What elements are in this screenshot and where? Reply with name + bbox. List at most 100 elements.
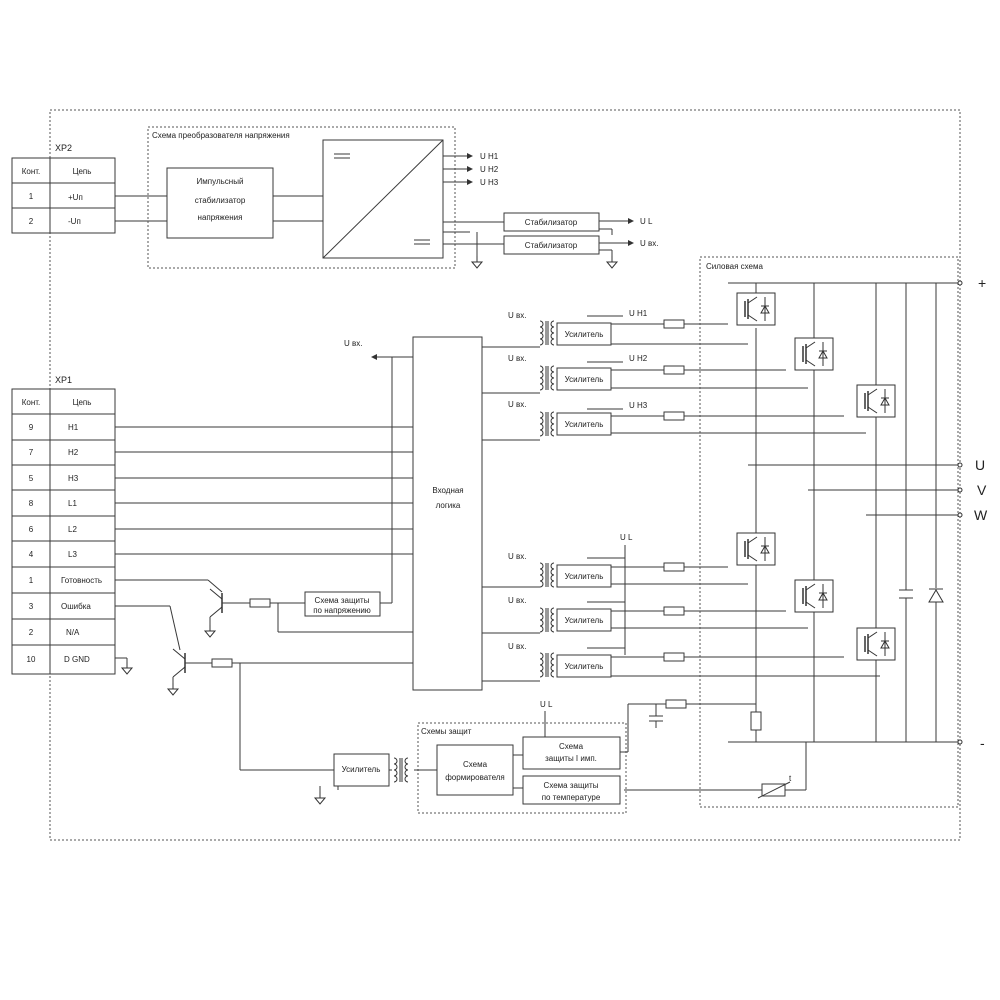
protections-supply: U L — [540, 700, 553, 709]
xp1-row-l2-kont: 6 — [29, 525, 34, 534]
protection-amplifier-label: Усилитель — [342, 765, 381, 774]
xp1-row-error-tsep: Ошибка — [61, 602, 91, 611]
amp-h2-supply: U H2 — [629, 354, 648, 363]
phase-w-terminal: W — [974, 507, 988, 523]
amplifier-l1: U вх. Усилитель — [482, 552, 748, 588]
stabilizer-ul-label: Стабилизатор — [525, 218, 578, 227]
igbt-high-w — [856, 384, 896, 418]
converter-title: Схема преобразователя напряжения — [152, 131, 290, 140]
xp2-row-2-tsep: -Uп — [68, 217, 81, 226]
protections-title: Схемы защит — [421, 727, 472, 736]
xp2-header-kont: Конт. — [22, 167, 41, 176]
amp-h1-input: U вх. — [508, 311, 526, 320]
xp1-row-l1-tsep: L1 — [68, 499, 77, 508]
xp1-row-na-kont: 2 — [29, 628, 34, 637]
phase-u-terminal: U — [975, 457, 985, 473]
igbt-low-w — [856, 627, 896, 661]
former-line-2: формирователя — [445, 773, 505, 782]
xp2-header-tsep: Цепь — [73, 167, 92, 176]
amp-l2-label: Усилитель — [565, 616, 604, 625]
amp-l2-input: U вх. — [508, 596, 526, 605]
xp1-row-h1-kont: 9 — [29, 423, 34, 432]
amp-h1-label: Усилитель — [565, 330, 604, 339]
xp1-connector: XP1 Конт. Цепь 9 H1 7 H2 5 H3 8 L1 6 L2 … — [11, 375, 116, 675]
logic-uin-label: U вх. — [344, 339, 362, 348]
power-circuit: Силовая схема + - U V W — [699, 256, 988, 808]
input-logic-block: Входная логика U вх. — [344, 336, 483, 691]
xp1-row-ready-tsep: Готовность — [61, 576, 102, 585]
xp1-row-dgnd-kont: 10 — [27, 655, 36, 664]
power-circuit-title: Силовая схема — [706, 262, 763, 271]
xp2-row-2-kont: 2 — [29, 217, 34, 226]
amplifier-h3: U вх. Усилитель U H3 — [482, 400, 866, 441]
xp1-header-tsep: Цепь — [73, 398, 92, 407]
stabilizer-uin-label: Стабилизатор — [525, 241, 578, 250]
minus-terminal: - — [980, 735, 985, 751]
plus-terminal: + — [978, 275, 986, 291]
xp2-title: XP2 — [55, 143, 72, 153]
xp1-row-h1-tsep: H1 — [68, 423, 79, 432]
current-protection-line-1: Схема — [559, 742, 584, 751]
xp1-row-l1-kont: 8 — [29, 499, 34, 508]
amplifier-l3: U вх. Усилитель — [482, 642, 880, 682]
amp-h3-label: Усилитель — [565, 420, 604, 429]
amp-l3-input: U вх. — [508, 642, 526, 651]
xp1-header-kont: Конт. — [22, 398, 41, 407]
xp1-title: XP1 — [55, 375, 72, 385]
voltage-protection-line-1: Схема защиты — [315, 596, 370, 605]
xp1-row-error-kont: 3 — [29, 602, 34, 611]
error-transistor — [115, 605, 413, 771]
xp2-row-1-tsep: +Uп — [68, 193, 83, 202]
amp-h1-supply: U H1 — [629, 309, 648, 318]
xp1-row-dgnd-tsep: D GND — [64, 655, 90, 664]
dc-dc-converter-icon — [322, 139, 444, 259]
xp1-row-l3-tsep: L3 — [68, 550, 77, 559]
xp1-row-l3-kont: 4 — [29, 550, 34, 559]
stabilizer-output-ul: U L — [640, 217, 653, 226]
temp-protection-line-1: Схема защиты — [544, 781, 599, 790]
xp1-input-lines — [115, 426, 413, 675]
xp1-row-h2-tsep: H2 — [68, 448, 79, 457]
temp-protection-line-2: по температуре — [542, 793, 601, 802]
xp1-row-h3-kont: 5 — [29, 474, 34, 483]
converter-output-uh1: U H1 — [480, 152, 499, 161]
igbt-low-v — [794, 579, 834, 613]
input-logic-line-1: Входная — [432, 486, 463, 495]
amp-h2-input: U вх. — [508, 354, 526, 363]
stabilizer-output-uin: U вх. — [640, 239, 658, 248]
xp1-row-h3-tsep: H3 — [68, 474, 79, 483]
xp1-row-ready-kont: 1 — [29, 576, 34, 585]
voltage-protection-line-2: по напряжению — [313, 606, 371, 615]
xp1-row-l2-tsep: L2 — [68, 525, 77, 534]
xp1-row-na-tsep: N/A — [66, 628, 80, 637]
stabilizer-line-1: Импульсный — [197, 177, 244, 186]
current-protection-line-2: защиты I имп. — [545, 754, 597, 763]
thermistor-t-label: t — [789, 774, 792, 783]
amp-l1-label: Усилитель — [565, 572, 604, 581]
igbt-low-u — [736, 532, 776, 566]
protection-block: Схемы защит U L Усилитель Схема формиров… — [314, 700, 627, 814]
ready-transistor — [115, 579, 413, 638]
voltage-protection-block: Схема защиты по напряжению — [304, 357, 393, 617]
former-line-1: Схема — [463, 760, 488, 769]
amplifier-l2: U вх. Усилитель — [482, 596, 808, 634]
stabilizer-line-3: напряжения — [198, 213, 243, 222]
stabilizer-ul: Стабилизатор U L — [503, 212, 653, 235]
igbt-high-u — [736, 292, 776, 326]
amp-l1-input: U вх. — [508, 552, 526, 561]
converter-output-uh3: U H3 — [480, 178, 499, 187]
converter-output-uh2: U H2 — [480, 165, 499, 174]
amplifier-h2: U вх. Усилитель U H2 — [482, 354, 808, 394]
xp2-connector: XP2 Конт. Цепь 1 +Uп 2 -Uп — [11, 143, 116, 234]
amp-h3-supply: U H3 — [629, 401, 648, 410]
stabilizer-line-2: стабилизатор — [195, 196, 246, 205]
xp2-row-1-kont: 1 — [29, 192, 34, 201]
amp-l3-label: Усилитель — [565, 662, 604, 671]
amp-h3-input: U вх. — [508, 400, 526, 409]
stabilizer-uin: Стабилизатор U вх. — [503, 235, 658, 269]
igbt-high-v — [794, 337, 834, 371]
low-side-supply: U L — [620, 533, 633, 542]
xp1-row-h2-kont: 7 — [29, 448, 34, 457]
amp-h2-label: Усилитель — [565, 375, 604, 384]
